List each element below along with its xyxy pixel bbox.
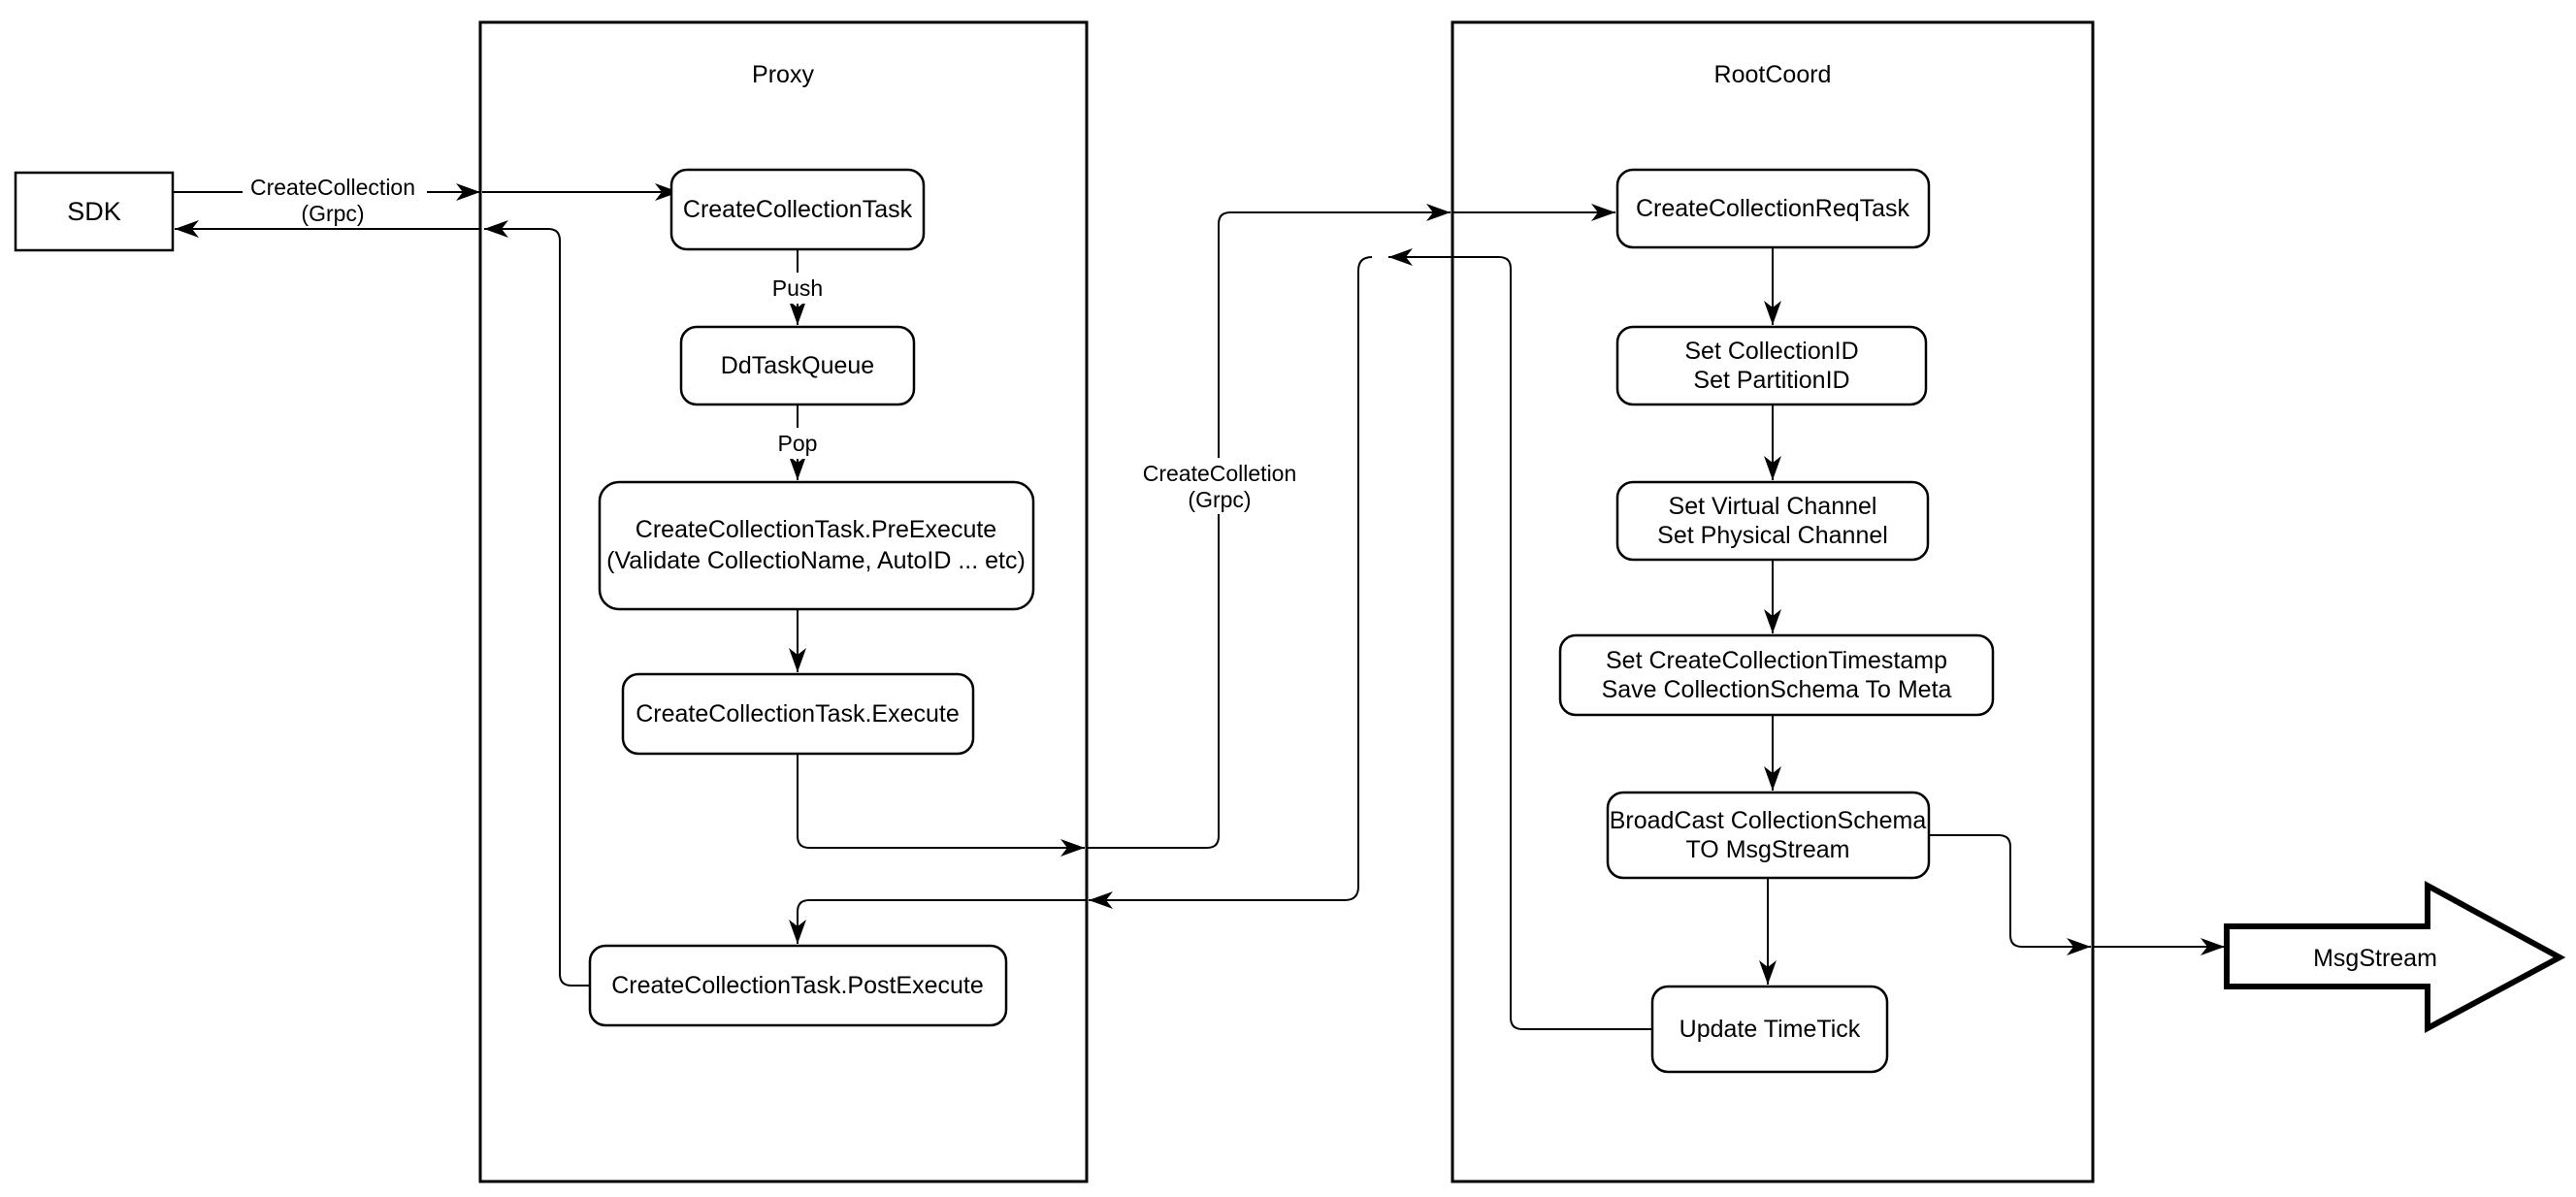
node-sdk-label: SDK <box>67 197 121 226</box>
node-execute-label: CreateCollectionTask.Execute <box>636 700 960 728</box>
rootcoord-title: RootCoord <box>1714 61 1832 88</box>
msgstream-block-arrow <box>2224 880 2566 1034</box>
node-set-ids-label-line1: Set CollectionID <box>1684 338 1858 365</box>
edge-response-to-proxy-border <box>1089 256 1373 909</box>
rootcoord-container <box>1451 20 2095 1183</box>
node-set-channels <box>1615 480 1930 562</box>
node-set-timestamp-label-line1: Set CreateCollectionTimestamp <box>1606 647 1947 674</box>
node-set-channels-label-line1: Set Virtual Channel <box>1669 493 1877 520</box>
node-create-collection-task-label: CreateCollectionTask <box>683 196 913 223</box>
node-post-execute <box>588 944 1008 1027</box>
proxy-container <box>478 20 1089 1183</box>
grpc-left-label-line2: (Grpc) <box>301 201 364 226</box>
grpc-left-label-bg <box>243 173 427 227</box>
node-sdk <box>14 171 175 252</box>
node-create-collection-req-task-label: CreateCollectionReqTask <box>1636 195 1910 222</box>
edge-proxy-border-to-postexecute <box>789 899 1087 944</box>
proxy-title: Proxy <box>752 61 814 88</box>
push-label: Push <box>772 275 823 301</box>
grpc-mid-label-line1: CreateColletion <box>1143 461 1297 486</box>
edge-broadcast-to-rootcoord-border <box>1929 834 2091 955</box>
node-create-collection-req-task <box>1615 168 1931 249</box>
node-set-ids-label-line2: Set PartitionID <box>1693 367 1849 394</box>
node-post-execute-label: CreateCollectionTask.PostExecute <box>611 972 984 999</box>
grpc-mid-label-bg <box>1125 458 1314 514</box>
node-pre-execute <box>598 480 1035 611</box>
node-broadcast-label-line1: BroadCast CollectionSchema <box>1610 807 1927 834</box>
push-label-bg <box>766 273 830 304</box>
grpc-left-label-line1: CreateCollection <box>250 175 415 200</box>
edge-updatetimetick-response <box>1388 248 1652 1030</box>
pop-label: Pop <box>778 431 818 456</box>
edge-grpc-call-to-rootcoord-border <box>1087 204 1451 849</box>
node-set-channels-label-line2: Set Physical Channel <box>1657 522 1888 549</box>
node-pre-execute-label-line1: CreateCollectionTask.PreExecute <box>636 516 996 543</box>
node-execute <box>621 672 975 756</box>
node-set-ids <box>1615 325 1928 406</box>
node-set-timestamp-label-line2: Save CollectionSchema To Meta <box>1602 676 1952 703</box>
node-update-timetick <box>1650 985 1889 1074</box>
node-dd-task-queue-label: DdTaskQueue <box>721 352 874 379</box>
edge-postexecute-to-proxy-border <box>484 220 590 987</box>
node-broadcast <box>1606 791 1931 880</box>
node-create-collection-task <box>669 168 926 251</box>
node-pre-execute-label-line2: (Validate CollectioName, AutoID ... etc) <box>606 547 1026 574</box>
msgstream-label: MsgStream <box>2313 945 2437 972</box>
node-update-timetick-label: Update TimeTick <box>1679 1016 1861 1043</box>
grpc-mid-label-line2: (Grpc) <box>1188 487 1251 512</box>
pop-label-bg <box>770 428 825 459</box>
node-set-timestamp <box>1558 633 1995 717</box>
node-broadcast-label-line2: TO MsgStream <box>1685 836 1849 863</box>
edge-execute-to-proxy-border <box>797 754 1085 857</box>
node-dd-task-queue <box>679 325 916 406</box>
